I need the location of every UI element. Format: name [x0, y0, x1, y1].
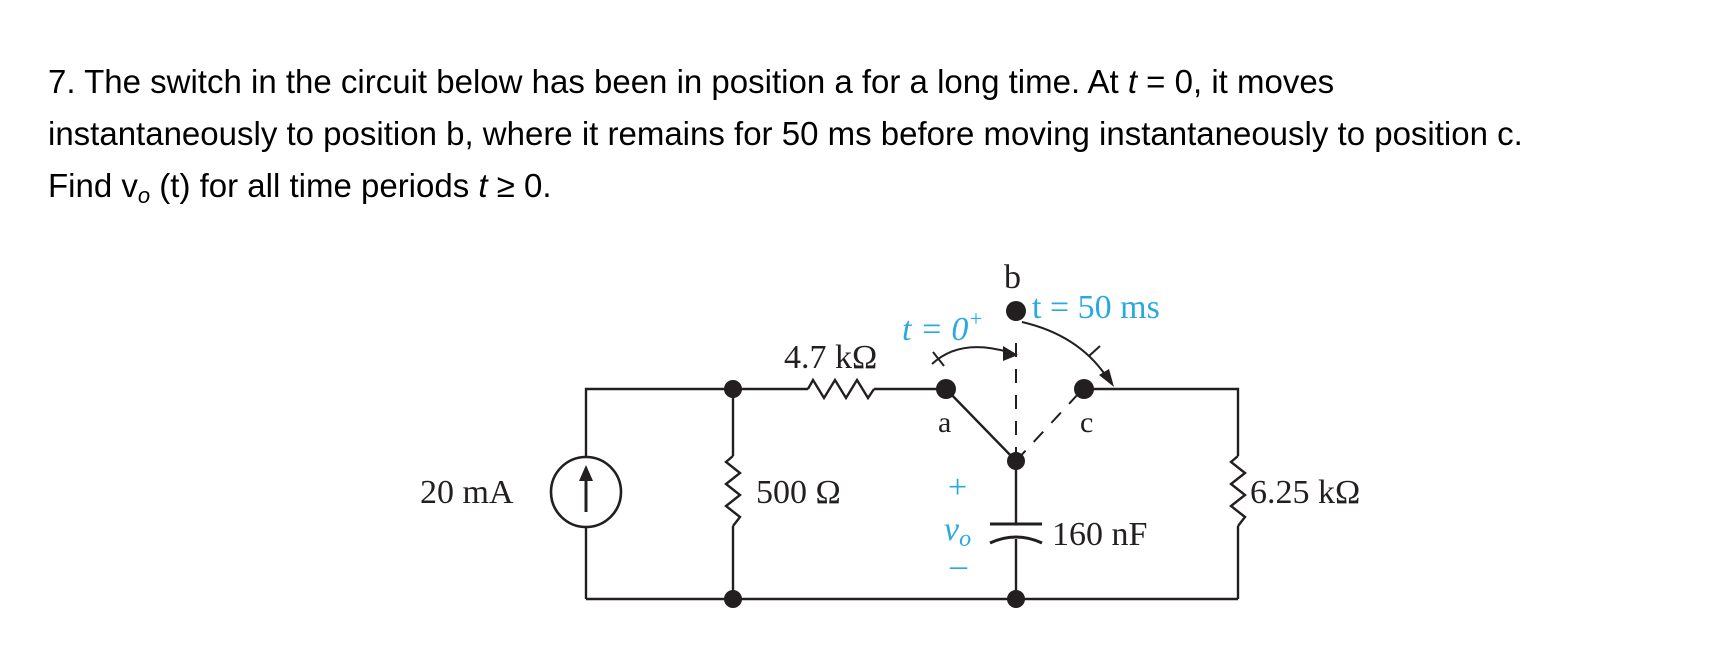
- problem-line-2: instantaneously to position b, where it …: [48, 115, 1523, 152]
- resistor-r1: [806, 377, 875, 401]
- current-source: [549, 455, 623, 529]
- node-c-label: c: [1080, 406, 1093, 439]
- source-label: 20 mA: [420, 474, 514, 511]
- switch-blade: [945, 388, 1017, 462]
- node-c-dot: [1074, 379, 1094, 399]
- node-b-dot: [1006, 301, 1026, 321]
- switch-arrow-b: [931, 346, 1009, 365]
- tick-mark-1: [932, 351, 945, 367]
- node-top-left: [724, 380, 742, 398]
- switch-time-1: t = 0+: [902, 306, 983, 348]
- vo-plus: +: [948, 469, 967, 506]
- vo-label: vo: [944, 511, 971, 552]
- cap-label: 160 nF: [1052, 516, 1147, 553]
- wire-c-to-r3: [1084, 387, 1240, 456]
- switch: [931, 321, 1114, 462]
- r2-label: 500 Ω: [756, 474, 841, 511]
- switch-time-2: t = 50 ms: [1032, 289, 1160, 326]
- problem-line-1: 7. The switch in the circuit below has b…: [48, 63, 1335, 100]
- resistor-r3: [1229, 455, 1247, 527]
- r1-label: 4.7 kΩ: [784, 339, 877, 376]
- arrowhead-right-icon: [1003, 346, 1018, 361]
- switch-dashed-c: [1015, 391, 1081, 462]
- resistor-r2: [724, 455, 742, 527]
- node-pivot: [1007, 452, 1025, 470]
- switch-arrow-c: [1021, 321, 1107, 377]
- vo-minus: –: [949, 547, 968, 584]
- capacitor: [989, 522, 1043, 545]
- wire-top-left: [584, 387, 733, 457]
- node-a-dot: [936, 379, 956, 399]
- problem-line-3: Find vo (t) for all time periods t ≥ 0.: [48, 167, 552, 208]
- r3-label: 6.25 kΩ: [1250, 474, 1360, 511]
- arrow-up-icon: [579, 465, 593, 481]
- problem-statement: 7. The switch in the circuit below has b…: [48, 56, 1708, 212]
- circuit-nodes: [724, 301, 1094, 608]
- node-b-label: b: [1004, 259, 1021, 296]
- node-a-label: a: [938, 406, 951, 439]
- circuit-wires: [584, 387, 1240, 601]
- node-bottom-left: [724, 590, 742, 608]
- tick-mark-2: [1088, 345, 1101, 357]
- node-bottom-cap: [1007, 590, 1025, 608]
- problem-number: 7.: [48, 63, 76, 100]
- arrowhead-down-icon: [1099, 369, 1114, 387]
